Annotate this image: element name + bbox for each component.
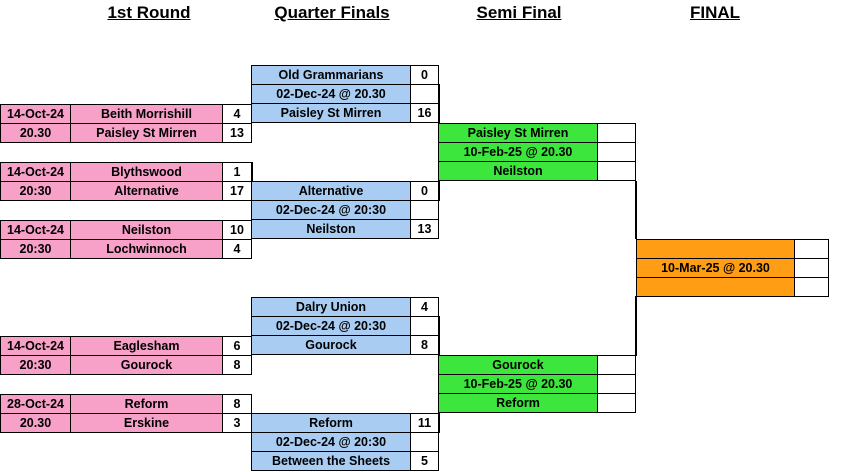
qf2-away: Neilston (251, 219, 411, 239)
r1-match2-time: 20:30 (0, 181, 71, 201)
qf4-away-score: 5 (410, 451, 439, 471)
qf2-away-score: 13 (410, 219, 439, 239)
sf1-datetime-blank (597, 142, 636, 162)
final-home (636, 239, 795, 259)
r1-match4-away-score: 8 (222, 355, 252, 375)
qf2-home-score: 0 (410, 181, 439, 201)
r1-match3-away-score: 4 (222, 239, 252, 259)
final-away-score (794, 277, 829, 297)
qf2-datetime: 02-Dec-24 @ 20:30 (251, 200, 411, 220)
r1-match4-time: 20:30 (0, 355, 71, 375)
sf1-home: Paisley St Mirren (438, 123, 598, 143)
qf3-away: Gourock (251, 335, 411, 355)
qf1-datetime-blank (410, 84, 439, 104)
r1-match3-away: Lochwinnoch (70, 239, 223, 259)
qf1-home: Old Grammarians (251, 65, 411, 85)
qf4-home: Reform (251, 413, 411, 433)
connector-line (438, 181, 440, 201)
header-final: FINAL (689, 3, 741, 22)
r1-match4-date: 14-Oct-24 (0, 336, 71, 356)
r1-match5-home: Reform (70, 394, 223, 414)
r1-match2-home: Blythswood (70, 162, 223, 182)
qf1-away: Paisley St Mirren (251, 103, 411, 123)
r1-match4-home-score: 6 (222, 336, 252, 356)
sf2-home-score (597, 355, 636, 375)
r1-match3-home: Neilston (70, 220, 223, 240)
qf1-away-score: 16 (410, 103, 439, 123)
sf2-away-score (597, 393, 636, 413)
qf2-datetime-blank (410, 200, 439, 220)
r1-match5-away: Erskine (70, 413, 223, 433)
sf2-home: Gourock (438, 355, 598, 375)
sf1-away: Neilston (438, 161, 598, 181)
r1-match5-away-score: 3 (222, 413, 252, 433)
final-datetime: 10-Mar-25 @ 20.30 (636, 258, 795, 278)
sf2-datetime: 10-Feb-25 @ 20.30 (438, 374, 598, 394)
r1-match4-away: Gourock (70, 355, 223, 375)
connector-line (251, 162, 253, 181)
connector-line (438, 84, 440, 124)
connector-line (438, 316, 440, 356)
connector-line (438, 413, 440, 433)
sf2-datetime-blank (597, 374, 636, 394)
qf4-datetime: 02-Dec-24 @ 20:30 (251, 432, 411, 452)
r1-match1-away-score: 13 (222, 123, 252, 143)
r1-match5-time: 20.30 (0, 413, 71, 433)
qf3-datetime: 02-Dec-24 @ 20:30 (251, 316, 411, 336)
r1-match1-home-score: 4 (222, 104, 252, 124)
r1-match3-time: 20:30 (0, 239, 71, 259)
final-home-score (794, 239, 829, 259)
connector-line (635, 181, 637, 239)
r1-match1-date: 14-Oct-24 (0, 104, 71, 124)
qf3-home-score: 4 (410, 297, 439, 317)
r1-match5-home-score: 8 (222, 394, 252, 414)
r1-match1-time: 20.30 (0, 123, 71, 143)
header-semi-final: Semi Final (476, 3, 562, 22)
r1-match2-home-score: 1 (222, 162, 252, 182)
qf3-away-score: 8 (410, 335, 439, 355)
qf4-home-score: 11 (410, 413, 439, 433)
qf4-datetime-blank (410, 432, 439, 452)
r1-match3-home-score: 10 (222, 220, 252, 240)
sf1-home-score (597, 123, 636, 143)
sf2-away: Reform (438, 393, 598, 413)
qf4-away: Between the Sheets (251, 451, 411, 471)
qf1-datetime: 02-Dec-24 @ 20.30 (251, 84, 411, 104)
r1-match5-date: 28-Oct-24 (0, 394, 71, 414)
sf1-away-score (597, 161, 636, 181)
qf1-home-score: 0 (410, 65, 439, 85)
r1-match2-away-score: 17 (222, 181, 252, 201)
r1-match3-date: 14-Oct-24 (0, 220, 71, 240)
final-away (636, 277, 795, 297)
final-datetime-blank (794, 258, 829, 278)
qf3-home: Dalry Union (251, 297, 411, 317)
qf2-home: Alternative (251, 181, 411, 201)
header-1st-round: 1st Round (107, 3, 191, 22)
r1-match4-home: Eaglesham (70, 336, 223, 356)
r1-match1-home: Beith Morrishill (70, 104, 223, 124)
sf1-datetime: 10-Feb-25 @ 20.30 (438, 142, 598, 162)
qf3-datetime-blank (410, 316, 439, 336)
r1-match1-away: Paisley St Mirren (70, 123, 223, 143)
connector-line (635, 296, 637, 356)
r1-match2-away: Alternative (70, 181, 223, 201)
header-quarter-finals: Quarter Finals (274, 3, 390, 22)
r1-match2-date: 14-Oct-24 (0, 162, 71, 182)
